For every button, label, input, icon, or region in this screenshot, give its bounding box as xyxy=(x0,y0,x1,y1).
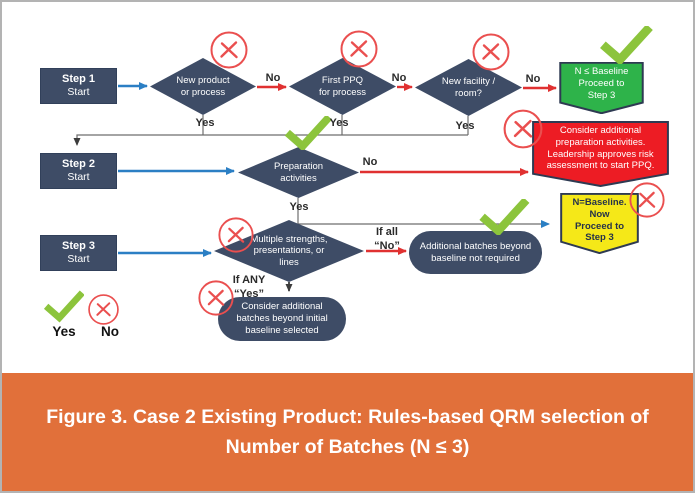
label-yes: Yes xyxy=(455,120,475,132)
outcome-consider-preparation: Consider additional preparation activiti… xyxy=(531,121,670,187)
outcome-n-le-baseline-text: N ≤ Baseline Proceed to Step 3 xyxy=(574,66,629,101)
step1-start-box: Step 1 Start xyxy=(40,68,117,104)
checkmark-icon xyxy=(476,199,532,235)
x-circle-icon xyxy=(217,216,255,254)
step3-subtitle: Start xyxy=(67,253,90,266)
step2-subtitle: Start xyxy=(67,171,90,184)
step2-start-box: Step 2 Start xyxy=(40,153,117,189)
figure-caption-band: Figure 3. Case 2 Existing Product: Rules… xyxy=(2,373,693,491)
outcome-additional-not-required: Additional batches beyond baseline not r… xyxy=(409,231,542,274)
outcome-consider-additional-batches: Consider additional batches beyond initi… xyxy=(218,297,346,341)
outcome-n-eq-baseline-text: N=Baseline. Now Proceed to Step 3 xyxy=(572,197,627,244)
figure-caption: Figure 3. Case 2 Existing Product: Rules… xyxy=(46,405,649,458)
checkmark-icon xyxy=(598,26,654,64)
step1-title: Step 1 xyxy=(61,72,95,85)
outcome-n-eq-baseline: N=Baseline. Now Proceed to Step 3 xyxy=(560,193,639,254)
outcome-consider-preparation-text: Consider additional preparation activiti… xyxy=(546,125,655,172)
x-circle-icon xyxy=(471,32,511,72)
label-yes: Yes xyxy=(289,201,309,213)
step3-title: Step 3 xyxy=(61,239,95,252)
label-no: No xyxy=(265,72,281,84)
x-circle-icon xyxy=(339,29,379,69)
label-yes: Yes xyxy=(329,117,349,129)
label-if-all-no: If all “No” xyxy=(374,226,400,252)
x-circle-icon xyxy=(197,279,235,317)
checkmark-icon xyxy=(284,116,332,150)
legend-yes-label: Yes xyxy=(52,324,76,339)
label-no: No xyxy=(525,73,541,85)
outcome-n-le-baseline: N ≤ Baseline Proceed to Step 3 xyxy=(559,62,644,114)
step1-subtitle: Start xyxy=(67,86,90,99)
legend-no-label: No xyxy=(101,324,119,339)
legend-checkmark-icon xyxy=(44,290,84,323)
x-circle-icon xyxy=(502,108,544,150)
x-circle-icon xyxy=(209,30,249,70)
x-circle-icon xyxy=(628,181,666,219)
legend-x-circle-icon xyxy=(87,293,120,326)
step2-title: Step 2 xyxy=(61,157,95,170)
label-yes: Yes xyxy=(195,117,215,129)
label-if-any-yes: If ANY “Yes” xyxy=(232,274,266,300)
label-no: No xyxy=(391,72,407,84)
step3-start-box: Step 3 Start xyxy=(40,235,117,271)
label-no: No xyxy=(362,156,378,168)
